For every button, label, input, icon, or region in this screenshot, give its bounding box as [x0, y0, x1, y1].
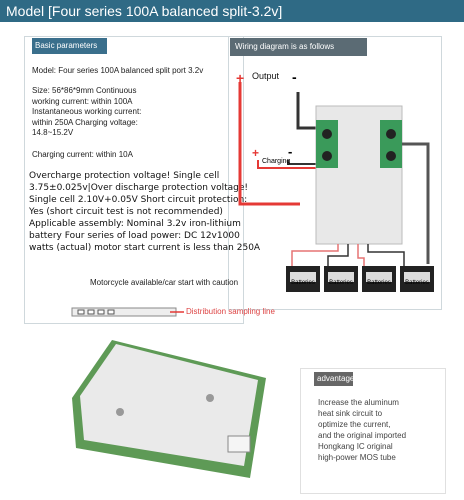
- protection-line-1: Overcharge protection voltage! Single ce…: [29, 171, 220, 181]
- charging-voltage-text: within 250A Charging voltage:: [32, 117, 138, 127]
- terminal-bolt-left-bottom: [322, 151, 332, 161]
- wiring-diagram-panel: [228, 36, 442, 310]
- cable-pin-2: [87, 309, 95, 315]
- advantage-line-3: optimize the current,: [318, 420, 391, 429]
- advantage-line-1: Increase the aluminum: [318, 398, 399, 407]
- battery-label-2: Batteries: [329, 280, 353, 286]
- sampling-wire-2: [327, 244, 349, 266]
- advantage-line-2: heat sink circuit to: [318, 409, 383, 418]
- board-connector: [227, 435, 251, 453]
- advantage-header: advantage: [314, 372, 354, 386]
- protection-line-6: battery Four series of load power: DC 12…: [29, 231, 240, 241]
- wiring-diagram: [238, 82, 434, 292]
- basic-parameters-header: Basic parameters: [32, 38, 107, 54]
- cable-pin-3: [97, 309, 105, 315]
- screw-right: [206, 394, 214, 402]
- advantage-panel: [300, 368, 446, 494]
- board-heatsink: [80, 344, 258, 466]
- battery-label-bg-1: [290, 272, 316, 282]
- terminal-bolt-right-bottom: [386, 151, 396, 161]
- protection-line-4: Yes (short circuit test is not recommend…: [29, 207, 223, 217]
- advantage-line-5: Hongkang IC original: [318, 442, 393, 451]
- battery-label-bg-2: [328, 272, 354, 282]
- sampling-wire-1: [291, 244, 339, 266]
- caution-caption: Motorcycle available/car start with caut…: [90, 278, 239, 287]
- sampling-line-label: Distribution sampling line: [186, 307, 275, 316]
- title-banner: [0, 0, 464, 22]
- protection-line-2: 3.75±0.025v|Over discharge protection vo…: [29, 183, 249, 193]
- screw-left: [116, 408, 124, 416]
- battery-negative-wire: [402, 142, 430, 264]
- terminal-bolt-left-top: [322, 129, 332, 139]
- output-minus-sign: -: [292, 69, 297, 85]
- instant-current-text: Instantaneous working current:: [32, 107, 142, 116]
- model-text: Model: Four series 100A balanced split p…: [32, 66, 204, 75]
- protection-line-3: Single cell 2.10V+0.05V Short circuit pr…: [29, 195, 248, 205]
- wiring-diagram-header: Wiring diagram is as follows: [230, 38, 367, 56]
- page-title: Model [Four series 100A balanced split-3…: [6, 3, 283, 19]
- charging-plus-sign: +: [252, 146, 260, 160]
- battery-label-bg-3: [366, 272, 392, 282]
- product-photo: [71, 307, 266, 478]
- charging-negative-wire: [287, 160, 322, 165]
- output-plus-sign: +: [236, 70, 245, 86]
- protection-line-7: watts (actual) motor start current is le…: [29, 243, 261, 253]
- protection-line-5: Applicable assembly: Nominal 3.2v iron-l…: [29, 219, 241, 229]
- advantage-line-4: and the original imported: [318, 431, 407, 440]
- battery-label-bg-4: [404, 272, 430, 282]
- battery-label-3: Batteries: [367, 280, 391, 286]
- sampling-wire-3: [357, 244, 365, 266]
- board-terminal-left: [316, 120, 338, 168]
- output-negative-wire: [296, 92, 320, 130]
- cable-pin-1: [77, 309, 85, 315]
- charging-minus-sign: -: [288, 144, 293, 159]
- charging-positive-wire: [257, 160, 322, 169]
- working-current-text: working current: within 100A: [32, 96, 133, 106]
- terminal-bolt-right-top: [386, 129, 396, 139]
- battery-label-1: Batteries: [291, 280, 315, 286]
- output-positive-wire: [238, 82, 300, 206]
- sampling-wire-4: [367, 244, 405, 266]
- battery-label-4: Batteries: [405, 280, 429, 286]
- basic-parameters-panel: [24, 36, 244, 324]
- charging-current-text: Charging current: within 10A: [32, 150, 133, 159]
- advantage-line-6: high-power MOS tube: [318, 453, 396, 462]
- cable-pin-4: [107, 309, 115, 315]
- output-label: Output: [252, 71, 280, 81]
- size-text: Size: 56*86*9mm Continuous: [32, 86, 137, 95]
- charging-label: Charging: [262, 158, 291, 165]
- voltage-range-text: 14.8~15.2V: [32, 128, 74, 137]
- board-terminal-right: [380, 120, 402, 168]
